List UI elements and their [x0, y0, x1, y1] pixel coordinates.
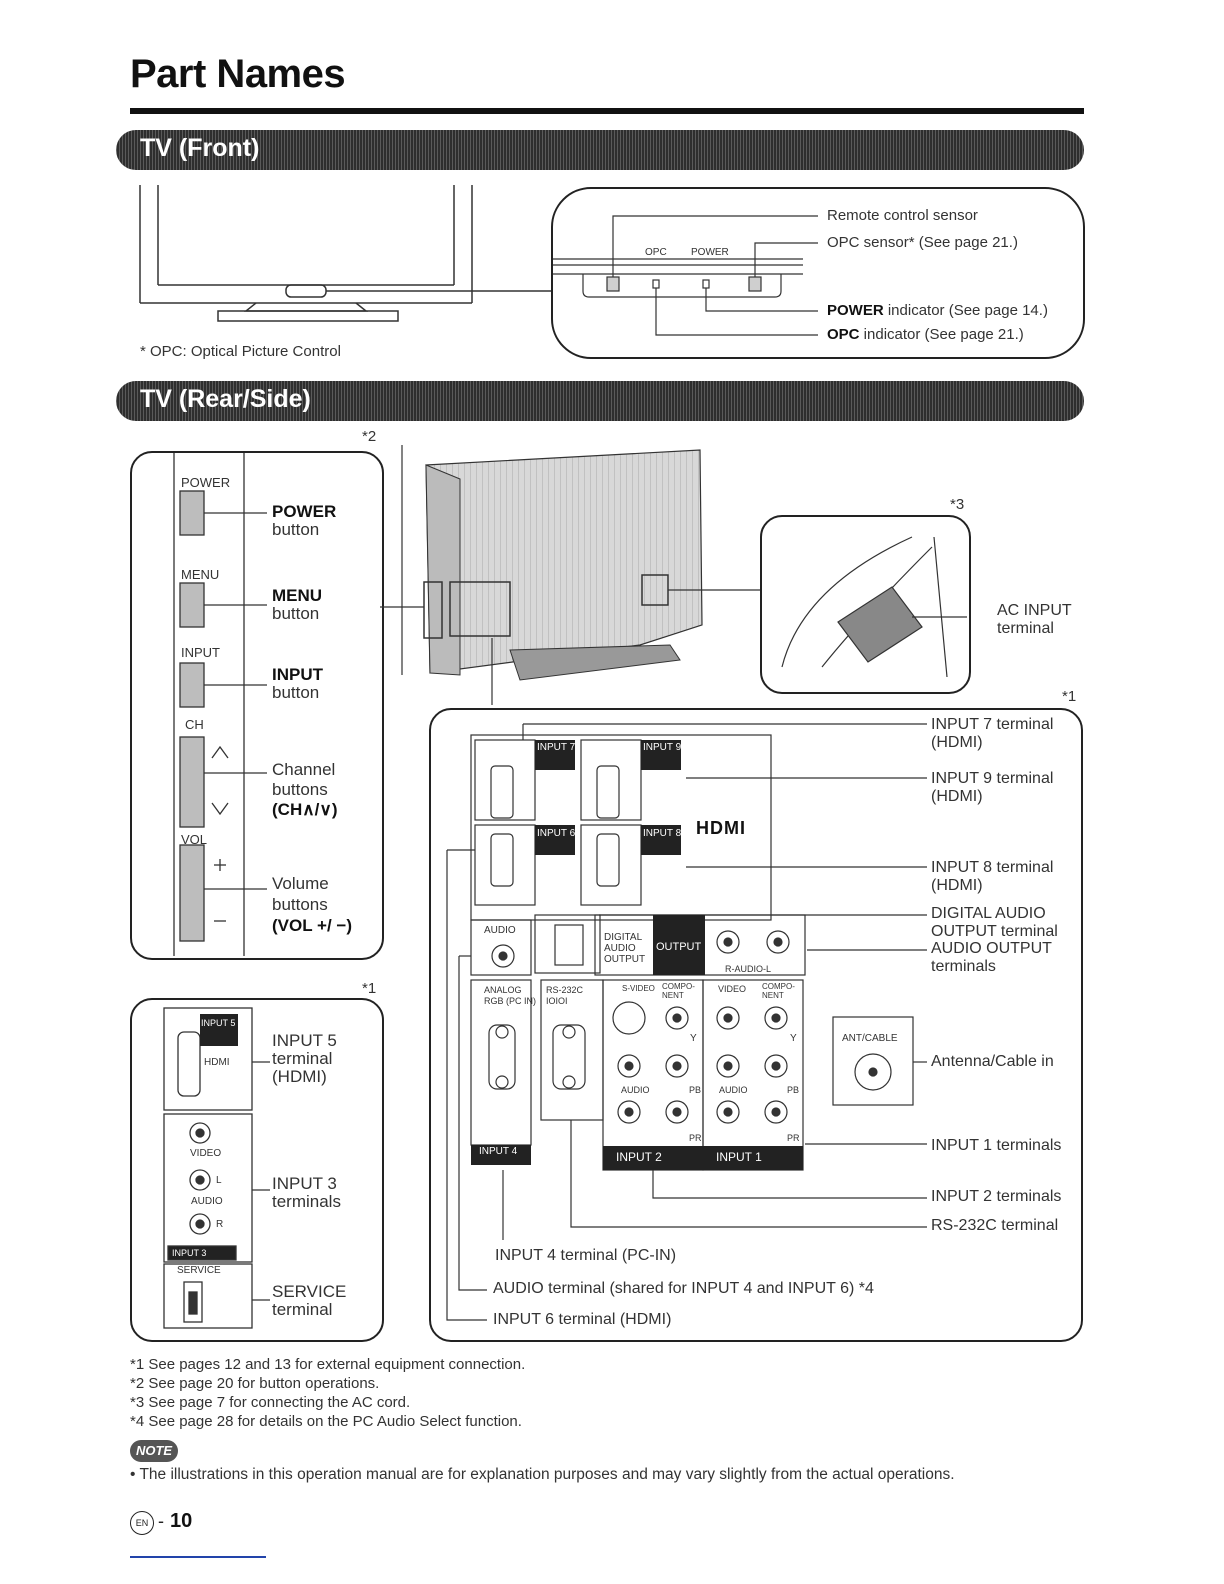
- video-in1-tag: VIDEO: [718, 984, 747, 994]
- input5-tag: INPUT 5: [201, 1018, 236, 1028]
- section-heading-front: TV (Front): [140, 134, 260, 162]
- service-tag: SERVICE: [177, 1265, 221, 1276]
- input7-label: INPUT 7 terminal(HDMI): [931, 716, 1054, 751]
- bottom-rule: [130, 1556, 266, 1558]
- tv-rear-illustration: [380, 445, 760, 705]
- input8-tag: INPUT 8: [643, 828, 682, 839]
- input1-tag: INPUT 1: [716, 1150, 762, 1164]
- tv-front-illustration: [139, 185, 556, 322]
- l-tag: L: [216, 1175, 222, 1186]
- antenna-label: Antenna/Cable in: [931, 1053, 1054, 1070]
- audio-in1-tag: AUDIO: [719, 1085, 748, 1095]
- audio-in2-tag: AUDIO: [621, 1085, 650, 1095]
- pr-tag-1: PR: [787, 1133, 800, 1143]
- input6-tag: INPUT 6: [537, 828, 576, 839]
- section-bar-front: TV (Front): [116, 130, 1084, 170]
- input7-tag: INPUT 7: [537, 742, 576, 753]
- ch-tag: CH: [185, 717, 204, 732]
- pb-tag-1: PB: [787, 1085, 800, 1095]
- power-indicator-label: POWER indicator (See page 14.): [827, 302, 1048, 319]
- page-dash: -: [158, 1511, 164, 1531]
- opc-indicator-label: OPC indicator (See page 21.): [827, 326, 1024, 343]
- input4-label: INPUT 4 terminal (PC-IN): [495, 1247, 677, 1264]
- side-buttons-drawing: [173, 453, 267, 956]
- component-tag-1: COMPO-NENT: [762, 982, 795, 1000]
- opc-footnote: * OPC: Optical Picture Control: [140, 343, 341, 360]
- footnote-1: *1 See pages 12 and 13 for external equi…: [130, 1356, 526, 1373]
- input2-label: INPUT 2 terminals: [931, 1188, 1062, 1205]
- footnote-2: *2 See page 20 for button operations.: [130, 1375, 380, 1392]
- remote-sensor-label: Remote control sensor: [827, 207, 978, 224]
- r-tag: R: [216, 1219, 224, 1230]
- side-buttons-box: [130, 451, 384, 960]
- opc-panel-label: OPC: [645, 247, 667, 258]
- input1-label: INPUT 1 terminals: [931, 1137, 1062, 1154]
- pr-tag-2: PR: [689, 1133, 702, 1143]
- mark-1b: *1: [1062, 688, 1077, 705]
- component-tag-2: COMPO-NENT: [662, 982, 695, 1000]
- menu-tag: MENU: [181, 567, 220, 582]
- output-tag: OUTPUT: [656, 941, 702, 953]
- page-number: 10: [170, 1510, 193, 1532]
- front-panel-detail: OPC POWER: [553, 215, 818, 336]
- rear-terminals-box: [429, 708, 1083, 1342]
- vol-tag: VOL: [181, 832, 208, 847]
- side-terminals-drawing: [163, 1007, 270, 1329]
- input9-label: INPUT 9 terminal(HDMI): [931, 770, 1054, 805]
- footnote-3: *3 See page 7 for connecting the AC cord…: [130, 1394, 411, 1411]
- audio-tag: AUDIO: [191, 1196, 223, 1207]
- side-terminals-box: [130, 998, 384, 1342]
- input2-tag: INPUT 2: [616, 1150, 662, 1164]
- mark-1a: *1: [362, 980, 377, 997]
- input8-label: INPUT 8 terminal(HDMI): [931, 859, 1054, 894]
- note-badge: NOTE: [130, 1440, 178, 1462]
- note-bullet: • The illustrations in this operation ma…: [130, 1466, 955, 1483]
- input9-tag: INPUT 9: [643, 742, 682, 753]
- y-tag-2: Y: [690, 1033, 697, 1044]
- footnotes: *1 See pages 12 and 13 for external equi…: [130, 1355, 525, 1431]
- input3-tag: INPUT 3: [172, 1248, 207, 1258]
- ac-input-drawing: [781, 536, 967, 678]
- title-rule: [130, 108, 1084, 114]
- footnote-4: *4 See page 28 for details on the PC Aud…: [130, 1413, 522, 1430]
- lang-badge: EN: [130, 1511, 154, 1535]
- hdmi-tag: HDMI: [204, 1057, 230, 1068]
- mark-2: *2: [362, 428, 377, 445]
- opc-sensor-label: OPC sensor* (See page 21.): [827, 234, 1018, 251]
- video-tag: VIDEO: [190, 1148, 222, 1159]
- section-heading-rear: TV (Rear/Side): [140, 385, 311, 413]
- svideo-tag: S-VIDEO: [622, 984, 655, 993]
- mark-3: *3: [950, 496, 965, 513]
- section-bar-rear: TV (Rear/Side): [116, 381, 1084, 421]
- ant-cable-tag: ANT/CABLE: [842, 1033, 898, 1044]
- audio-shared-label: AUDIO terminal (shared for INPUT 4 and I…: [493, 1280, 874, 1297]
- rs232c-label: RS-232C terminal: [931, 1217, 1059, 1234]
- page-title: Part Names: [130, 52, 346, 96]
- y-tag-1: Y: [790, 1033, 797, 1044]
- power-panel-label: POWER: [691, 247, 729, 258]
- input-tag: INPUT: [181, 645, 220, 660]
- rear-terminals-drawing: [446, 723, 927, 1321]
- input4-tag: INPUT 4: [479, 1146, 518, 1157]
- pb-tag-2: PB: [689, 1085, 702, 1095]
- r-audio-l-tag: R-AUDIO-L: [725, 964, 772, 974]
- input6-label: INPUT 6 terminal (HDMI): [493, 1311, 672, 1328]
- hdmi-logo: HDMI: [696, 818, 746, 838]
- power-tag: POWER: [181, 475, 231, 490]
- audio-in-tag: AUDIO: [484, 925, 516, 936]
